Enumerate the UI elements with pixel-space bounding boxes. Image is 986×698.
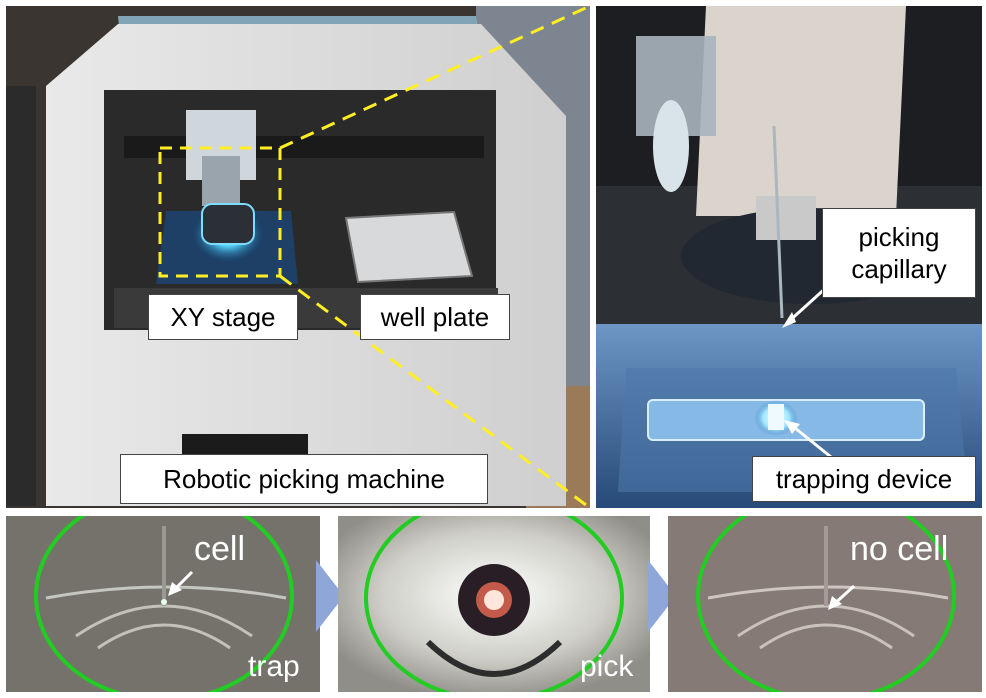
well-plate-shape xyxy=(344,210,474,284)
capillary-photo-panel: picking capillary trapping device xyxy=(596,6,982,508)
trap-frame: cell trap xyxy=(6,516,320,692)
no-cell-label: no cell xyxy=(850,530,949,568)
well-plate-label: well plate xyxy=(360,294,510,340)
trap-label: trap xyxy=(248,650,300,683)
picking-capillary-label: picking capillary xyxy=(822,208,976,298)
capillary-line xyxy=(772,125,784,319)
trapping-device-label: trapping device xyxy=(752,456,976,502)
machine-label: Robotic picking machine xyxy=(120,454,488,504)
no-cell-frame: no cell xyxy=(668,516,982,692)
pick-label: pick xyxy=(580,650,634,683)
field-circle xyxy=(34,516,294,692)
trap-arrow xyxy=(789,422,837,463)
field-circle xyxy=(696,516,956,692)
trap-frame-image xyxy=(6,516,320,692)
picking-capillary-line2: capillary xyxy=(851,254,947,284)
zoom-line-bottom xyxy=(279,274,590,508)
field-circle xyxy=(364,516,624,692)
cell-label: cell xyxy=(194,530,246,568)
machine-photo-panel: XY stage well plate Robotic picking mach… xyxy=(6,6,590,508)
cell-dot xyxy=(161,599,167,605)
stage-highlight-box xyxy=(158,146,282,278)
xy-stage-label: XY stage xyxy=(148,294,298,340)
no-cell-frame-image xyxy=(668,516,982,692)
pick-frame-image xyxy=(338,516,650,692)
capillary-holder xyxy=(696,6,906,216)
machine-photo xyxy=(6,6,590,508)
pick-frame: pick xyxy=(338,516,650,692)
tube xyxy=(653,100,689,192)
zoom-line-top xyxy=(279,6,590,150)
picking-capillary-line1: picking xyxy=(858,222,940,252)
